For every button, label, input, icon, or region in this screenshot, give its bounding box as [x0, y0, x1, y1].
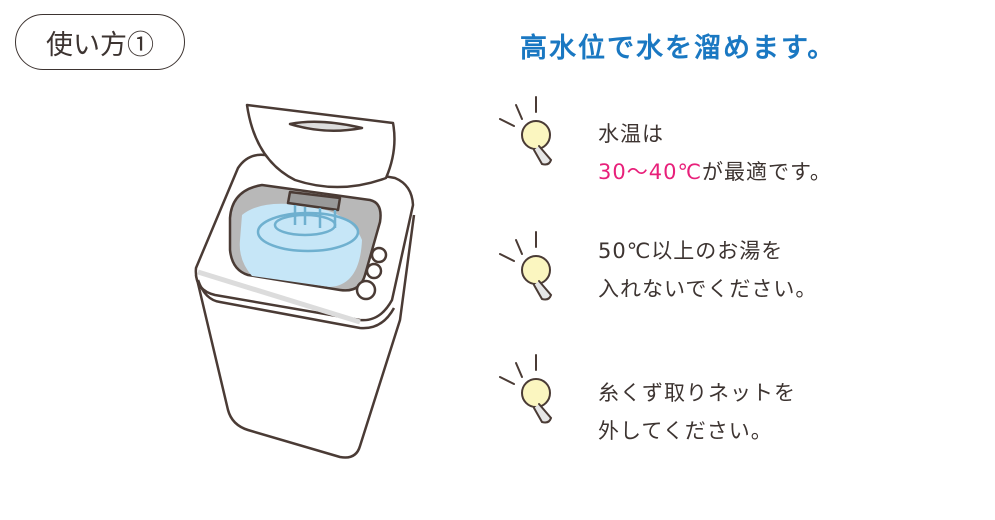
tip-1-line2: 30〜40℃が最適です。 [598, 153, 832, 191]
tip-3: 糸くず取りネットを 外してください。 [598, 374, 796, 450]
washing-machine-illustration [194, 103, 416, 459]
temperature-highlight: 30〜40℃ [598, 160, 703, 184]
tip-2: 50℃以上のお湯を 入れないでください。 [598, 232, 817, 308]
page-heading: 高水位で水を溜めます。 [520, 33, 837, 64]
step-badge-label: 使い方① [46, 29, 154, 61]
tip-2-line2: 入れないでください。 [598, 277, 818, 301]
tip-1-line2-rest: が最適です。 [702, 160, 832, 184]
tip-1: 水温は 30〜40℃が最適です。 [598, 115, 832, 191]
lightbulb-icon [494, 92, 564, 172]
tip-3-line2: 外してください。 [598, 419, 773, 443]
lightbulb-icon [494, 227, 564, 307]
step-badge: 使い方① [15, 14, 185, 70]
tip-3-line1: 糸くず取りネットを [598, 381, 796, 405]
tip-2-line1: 50℃以上のお湯を [598, 239, 784, 263]
tip-1-line1: 水温は [598, 122, 664, 146]
lightbulb-icon [494, 350, 564, 430]
